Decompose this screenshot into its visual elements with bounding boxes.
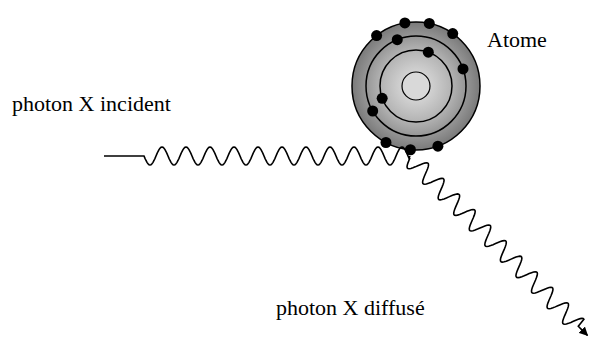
orbit bbox=[380, 50, 452, 122]
incident-wave bbox=[104, 147, 410, 165]
electron bbox=[447, 28, 458, 39]
scattered-wave bbox=[407, 158, 587, 335]
photon-label: photon X incident bbox=[12, 92, 171, 116]
electron bbox=[367, 106, 378, 117]
atom-figure bbox=[352, 17, 480, 155]
electron bbox=[371, 30, 382, 41]
electron bbox=[423, 47, 434, 58]
electron bbox=[457, 63, 468, 74]
electron bbox=[377, 93, 388, 104]
orbit bbox=[366, 36, 466, 136]
electron bbox=[392, 34, 403, 45]
electron bbox=[432, 141, 443, 152]
electrons bbox=[367, 17, 468, 155]
photon-label: photon X diffusé bbox=[276, 296, 425, 320]
atom-label: Atome bbox=[487, 28, 547, 52]
atom-shell bbox=[352, 22, 480, 150]
electron bbox=[399, 17, 410, 28]
electron bbox=[424, 18, 435, 29]
electron bbox=[380, 137, 391, 148]
nucleus bbox=[402, 72, 430, 100]
